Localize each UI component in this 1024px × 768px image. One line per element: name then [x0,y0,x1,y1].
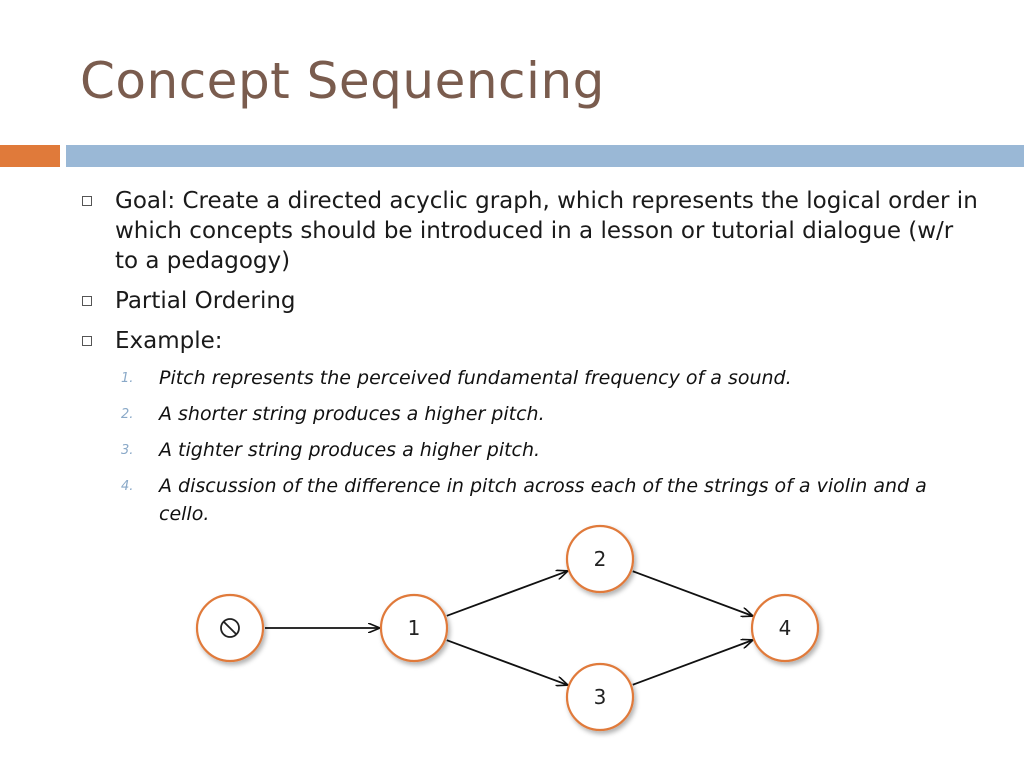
node-label: 3 [594,685,607,709]
node-circle [379,593,449,663]
bullet-text: Goal: Create a directed acyclic graph, w… [115,188,978,274]
example-item: 4. A discussion of the difference in pit… [115,472,929,528]
slide-title: Concept Sequencing [80,52,605,110]
node-label: 4 [779,616,792,640]
node-circle [750,593,820,663]
square-bullet-icon [82,296,92,306]
square-bullet-icon [82,336,92,346]
graph-node-n2: 2 [565,524,635,594]
node-circle [565,662,635,732]
graph-node-n3: 3 [565,662,635,732]
bullet-text: Partial Ordering [115,288,296,314]
example-list: 1. Pitch represents the perceived fundam… [115,364,980,528]
example-item: 1. Pitch represents the perceived fundam… [115,364,929,392]
edge-n3-to-n4 [632,640,752,686]
bullet-partial-ordering: Partial Ordering [80,286,980,316]
graph-nodes: 1 2 3 4 [195,524,820,732]
example-number: 1. [121,371,134,386]
example-number: 3. [121,443,134,458]
bullet-list: Goal: Create a directed acyclic graph, w… [80,186,980,538]
edge-n2-to-n4 [632,570,752,616]
accent-bar-blue [66,145,1024,167]
square-bullet-icon [82,196,92,206]
graph-node-start [195,593,265,663]
bullet-goal: Goal: Create a directed acyclic graph, w… [80,186,980,276]
example-text: A tighter string produces a higher pitch… [159,439,541,461]
empty-set-icon [220,618,240,638]
node-label: 2 [594,547,607,571]
example-text: A shorter string produces a higher pitch… [159,403,545,425]
graph-edges [265,571,752,685]
example-number: 4. [121,479,134,494]
bullet-text: Example: [115,328,223,354]
node-label: 1 [408,616,421,640]
graph-node-n4: 4 [750,593,820,663]
example-item: 2. A shorter string produces a higher pi… [115,400,929,428]
graph-node-n1: 1 [379,593,449,663]
edge-n1-to-n3 [446,639,567,685]
accent-bar-orange [0,145,60,167]
example-text: Pitch represents the perceived fundament… [159,367,792,389]
bullet-example: Example: 1. Pitch represents the perceiv… [80,326,980,528]
edge-n1-to-n2 [446,571,567,617]
node-circle [565,524,635,594]
example-number: 2. [121,407,134,422]
example-text: A discussion of the difference in pitch … [159,475,927,525]
example-item: 3. A tighter string produces a higher pi… [115,436,929,464]
